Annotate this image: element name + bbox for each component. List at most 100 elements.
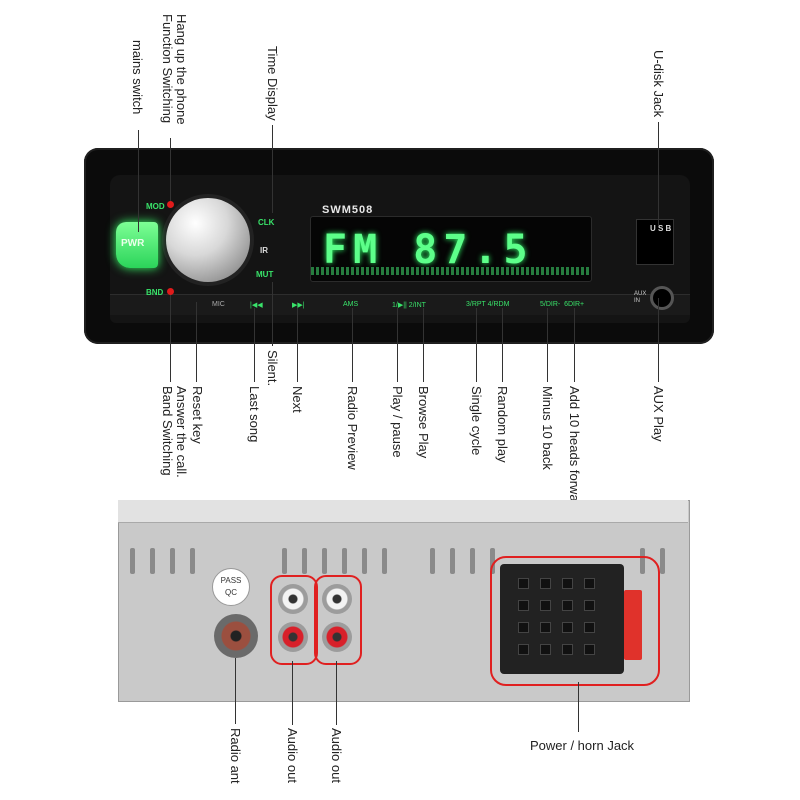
connector-pin: [540, 644, 551, 655]
next-button[interactable]: ▶▶|: [292, 302, 305, 309]
callout-line-mains: [138, 130, 139, 232]
rpt-rdm-button[interactable]: 3/RPT 4/RDM: [466, 301, 510, 308]
callout-line-play: [397, 308, 398, 382]
callout-line-power: [578, 682, 579, 732]
connector-pin: [584, 644, 595, 655]
connector-pin: [562, 578, 573, 589]
ir-sensor: IR: [260, 246, 268, 255]
aux-in-label: AUX IN: [634, 291, 647, 304]
lcd-display: FM 87.5: [310, 216, 592, 282]
vent-slot: [490, 548, 495, 574]
label-minus-10: Minus 10 back: [540, 386, 555, 470]
vent-slot: [470, 548, 475, 574]
rca-red-1[interactable]: [278, 622, 308, 652]
mut-button[interactable]: MUT: [256, 270, 274, 279]
callout-line-next: [297, 308, 298, 382]
vent-slot: [322, 548, 327, 574]
vent-slot: [660, 548, 665, 574]
display-spectrum: [311, 267, 591, 275]
connector-pin: [584, 578, 595, 589]
bnd-button[interactable]: BND: [146, 288, 164, 297]
vent-slot: [640, 548, 645, 574]
connector-pin: [562, 622, 573, 633]
callout-line-udisk: [658, 122, 659, 226]
callout-line-reset: [196, 302, 197, 382]
dir-button[interactable]: 5/DIR- 6DIR+: [540, 301, 585, 308]
callout-line-time: [272, 125, 273, 213]
label-add-10: Add 10 heads forwa: [567, 386, 582, 502]
ams-button[interactable]: AMS: [343, 301, 359, 308]
clk-button[interactable]: CLK: [258, 218, 275, 227]
label-play-pause: Play / pause: [390, 386, 405, 458]
vent-slot: [430, 548, 435, 574]
vent-slot: [302, 548, 307, 574]
label-udisk-jack: U-disk Jack: [651, 50, 666, 118]
vent-slot: [190, 548, 195, 574]
callout-dot-hangup: [167, 201, 174, 208]
callout-ring-audio-1: [270, 575, 318, 665]
fuse-block: [624, 590, 642, 660]
vent-slot: [362, 548, 367, 574]
mic-label: MIC: [212, 301, 225, 308]
label-last-song: Last song: [247, 386, 262, 443]
label-browse-play: Browse Play: [416, 386, 431, 459]
vent-slot: [150, 548, 155, 574]
rear-top-plate: [118, 500, 688, 523]
callout-line-radio-ant: [235, 658, 236, 724]
callout-line-browse: [423, 308, 424, 382]
connector-pin: [518, 578, 529, 589]
vent-slot: [342, 548, 347, 574]
pwr-button[interactable]: PWR: [116, 222, 158, 268]
label-radio-preview: Radio Preview: [345, 386, 360, 470]
connector-pin: [584, 622, 595, 633]
connector-pin: [584, 600, 595, 611]
rca-white-2[interactable]: [322, 584, 352, 614]
connector-pin: [540, 622, 551, 633]
label-aux-play: AUX Play: [651, 386, 666, 442]
usb-port[interactable]: U S B: [636, 219, 674, 265]
callout-line-add10: [574, 308, 575, 382]
callout-line-audio-1: [292, 661, 293, 725]
connector-pin: [540, 600, 551, 611]
prev-button[interactable]: |◀◀: [250, 302, 263, 309]
callout-dot-answer: [167, 288, 174, 295]
vent-slot: [130, 548, 135, 574]
connector-pin: [518, 622, 529, 633]
display-text: FM 87.5: [323, 227, 534, 273]
pwr-label: PWR: [121, 238, 145, 249]
rca-red-2[interactable]: [322, 622, 352, 652]
play-int-button[interactable]: 1/▶|| 2/INT: [392, 302, 426, 309]
connector-pin: [518, 600, 529, 611]
callout-line-last: [254, 308, 255, 382]
label-single-cycle: Single cycle: [469, 386, 484, 456]
vent-slot: [170, 548, 175, 574]
label-time-display: Time Display: [265, 46, 280, 121]
vent-slot: [382, 548, 387, 574]
callout-line-answer: [170, 290, 171, 382]
callout-line-random: [502, 308, 503, 382]
mod-button[interactable]: MOD: [146, 202, 165, 211]
callout-line-radio-preview: [352, 308, 353, 382]
connector-pin: [562, 600, 573, 611]
label-radio-ant: Radio ant: [228, 728, 243, 784]
radio-antenna-jack[interactable]: [214, 614, 258, 658]
label-audio-out-2: Audio out: [329, 728, 344, 783]
button-strip: [110, 294, 690, 315]
aux-port[interactable]: [650, 286, 674, 310]
rca-white-1[interactable]: [278, 584, 308, 614]
callout-line-hangup: [170, 138, 171, 204]
callout-line-aux: [658, 298, 659, 382]
label-hang-up: Hang up the phone Function Switching: [160, 14, 189, 125]
label-reset-key: Reset key: [190, 386, 205, 444]
label-next: Next: [290, 386, 305, 413]
connector-pin: [540, 578, 551, 589]
callout-line-audio-2: [336, 661, 337, 725]
volume-knob[interactable]: [166, 198, 250, 282]
vent-slot: [282, 548, 287, 574]
label-power-horn-jack: Power / horn Jack: [530, 738, 635, 753]
label-answer-call: Answer the call. Band Switching: [160, 386, 189, 478]
callout-ring-power: [490, 556, 660, 686]
callout-line-silent: [272, 282, 273, 346]
label-mains-switch: mains switch: [130, 40, 145, 115]
label-random-play: Random play: [495, 386, 510, 463]
